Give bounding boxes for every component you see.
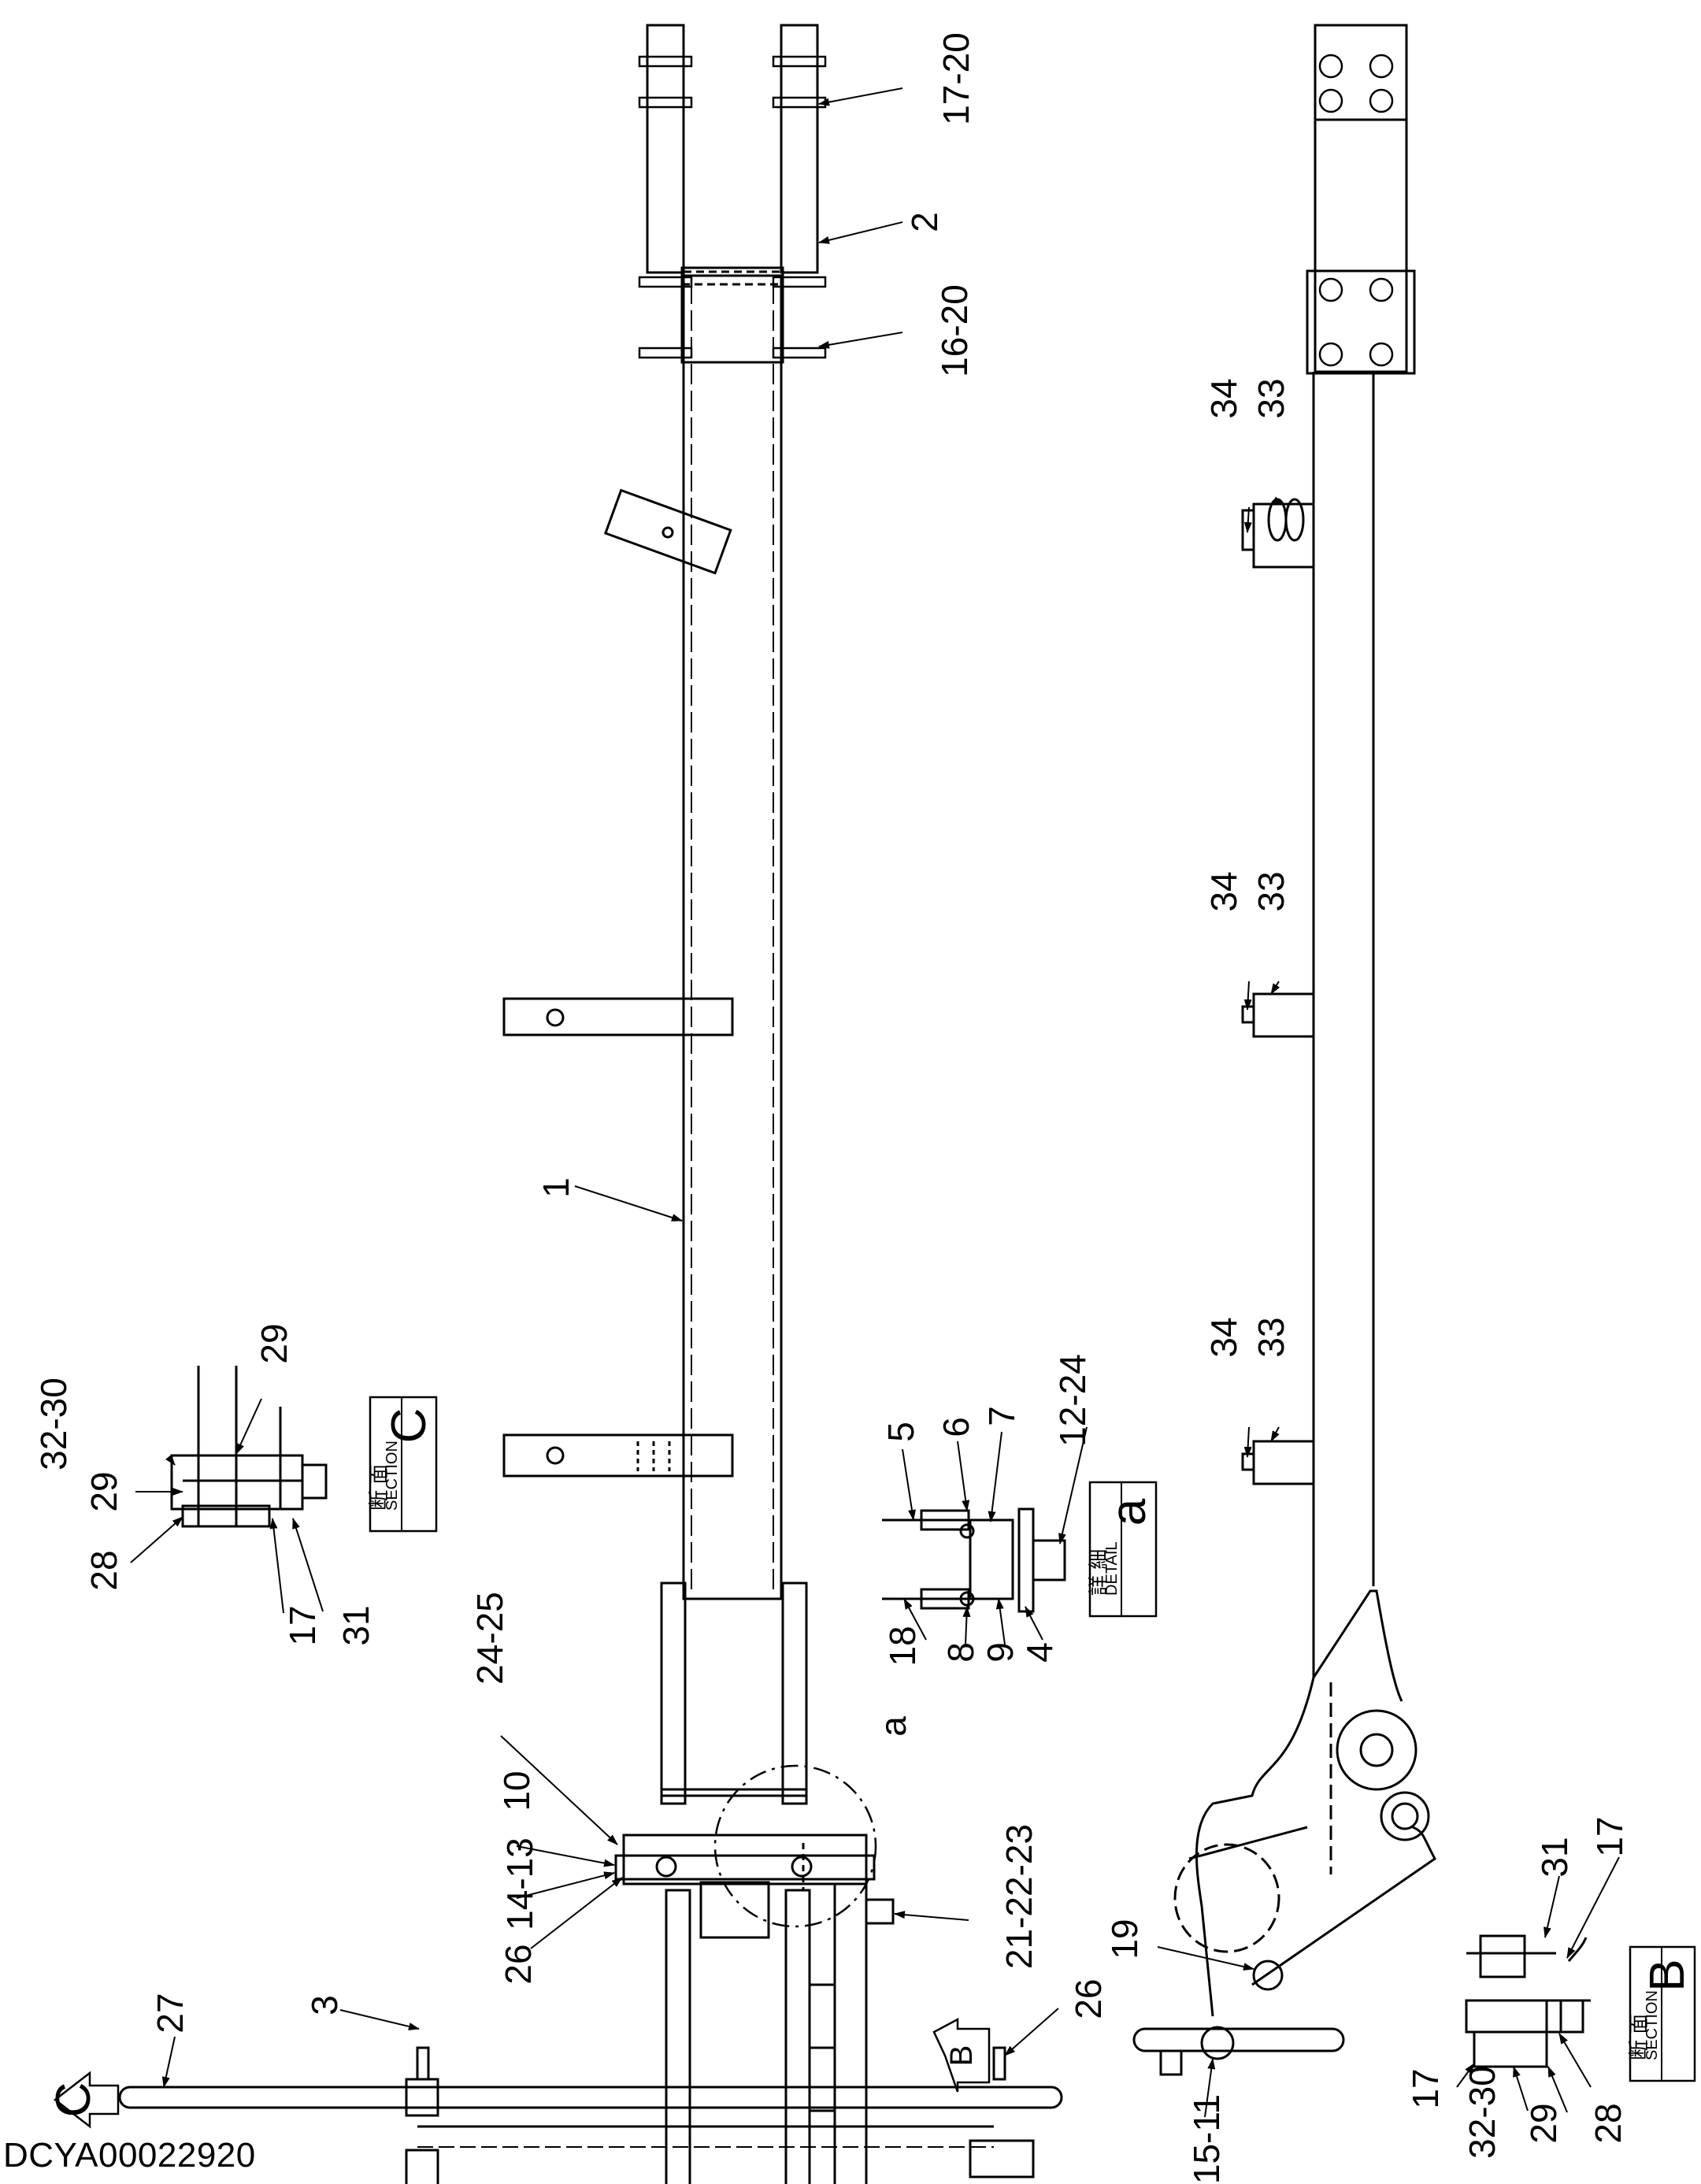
- label-33-mid: 33: [1251, 871, 1292, 911]
- section-c-box: 断 面 SECTION C: [367, 1396, 438, 1533]
- label-8: 8: [940, 1642, 981, 1663]
- end-plate: [1017, 1507, 1035, 1613]
- pivot-housing: [699, 1881, 770, 1939]
- side-head: [1314, 24, 1408, 373]
- label-14-13: 14-13: [499, 1837, 540, 1930]
- svg-text:B: B: [1640, 1959, 1695, 1991]
- arm-pivot-disc: [1336, 1709, 1418, 1791]
- label-4: 4: [1019, 1642, 1060, 1663]
- mast-left-rail: [660, 1581, 687, 1805]
- pin-15: [1200, 2026, 1235, 2060]
- pivot-block: [622, 1834, 868, 1886]
- label-7: 7: [981, 1406, 1022, 1426]
- svg-text:C: C: [46, 2082, 101, 2118]
- label-27: 27: [150, 1993, 191, 2033]
- fork-bolts: [638, 55, 827, 359]
- svg-text:SECTION: SECTION: [1644, 1990, 1661, 2060]
- boom-head: [680, 266, 784, 364]
- leader-lines: [130, 87, 1620, 2118]
- pin-3: [416, 2046, 430, 2081]
- side-bracket-upper: [502, 997, 734, 1036]
- label-b-28: 28: [1588, 2103, 1629, 2143]
- label-b-29: 29: [1523, 2103, 1564, 2143]
- side-view: [1132, 24, 1436, 2076]
- label-6: 6: [936, 1417, 976, 1437]
- label-b-17-bottom: 17: [1405, 2068, 1446, 2108]
- label-33-top: 33: [1251, 378, 1292, 418]
- clamp-mid: [1241, 992, 1315, 1038]
- label-c-29-top: 29: [254, 1323, 295, 1363]
- label-2: 2: [904, 212, 945, 232]
- label-34-mid: 34: [1203, 871, 1244, 911]
- left-fork-plate: [646, 24, 685, 274]
- label-c-32-30: 32-30: [33, 1378, 74, 1470]
- svg-text:DETAIL: DETAIL: [1103, 1541, 1121, 1596]
- svg-text:詳 細: 詳 細: [1087, 1549, 1110, 1596]
- boom-body: [682, 274, 783, 1600]
- section-c-view: [170, 1366, 328, 1528]
- pin-19: [1252, 1960, 1284, 1991]
- bucket-link: [1195, 1677, 1315, 2017]
- pin-26: [992, 2046, 1006, 2081]
- label-24-25: 24-25: [469, 1592, 510, 1685]
- label-c-17: 17: [282, 1605, 323, 1645]
- label-9: 9: [980, 1642, 1021, 1663]
- view-marker-c: C: [46, 2071, 120, 2129]
- detail-a-box: 詳 細 DETAIL a: [1087, 1481, 1158, 1618]
- detail-a-view: [882, 1507, 1066, 1613]
- svg-text:断 面: 断 面: [1627, 2014, 1651, 2060]
- label-b-32-30: 32-30: [1462, 2066, 1503, 2159]
- label-b-31: 31: [1534, 1837, 1575, 1877]
- main-boom-view: [118, 24, 1063, 2184]
- label-b-17-top: 17: [1589, 1816, 1630, 1856]
- section-b-view: [1465, 1934, 1591, 2068]
- mast-right-rail: [781, 1581, 808, 1805]
- label-3: 3: [304, 1995, 345, 2015]
- label-21-22-23: 21-22-23: [999, 1824, 1040, 1969]
- label-5: 5: [880, 1422, 921, 1442]
- label-34-low: 34: [1203, 1317, 1244, 1357]
- label-detail-circle-a: a: [873, 1716, 914, 1737]
- section-b-box: 断 面 SECTION B: [1627, 1945, 1696, 2082]
- view-marker-b: B: [932, 2017, 991, 2093]
- clamp-top: [1241, 498, 1315, 569]
- bucket-arm: [1312, 1586, 1403, 1702]
- label-c-29-mid: 29: [83, 1471, 124, 1511]
- label-15-11: 15-11: [1186, 2094, 1227, 2184]
- svg-text:断 面: 断 面: [367, 1464, 391, 1511]
- tilted-bracket: [603, 488, 732, 575]
- detail-a-circle: [713, 1764, 877, 1928]
- label-33-low: 33: [1251, 1317, 1292, 1357]
- label-c-31: 31: [335, 1605, 376, 1645]
- label-10: 10: [496, 1771, 537, 1811]
- label-16-20: 16-20: [934, 284, 975, 377]
- side-shaft: [1132, 2027, 1345, 2052]
- right-fork-plate: [780, 24, 819, 274]
- drawing-code: DCYA00022920: [3, 2136, 256, 2175]
- clamp-low: [1241, 1440, 1315, 1485]
- part-labels: 17-20 2 16-20 1 3 26 27 24-25 10 14-13 2…: [33, 32, 1630, 2184]
- label-26-right: 26: [1068, 1978, 1109, 2019]
- label-18: 18: [882, 1626, 923, 1666]
- svg-text:a: a: [1102, 1498, 1156, 1526]
- svg-text:SECTION: SECTION: [384, 1441, 401, 1511]
- link-plate: [833, 1882, 868, 2184]
- label-17-20: 17-20: [936, 32, 976, 125]
- side-bracket-lower: [502, 1433, 734, 1478]
- link-ghost: [1173, 1843, 1280, 1953]
- label-26-left: 26: [498, 1944, 539, 1984]
- handle-shaft: [118, 2086, 1063, 2109]
- label-12-24: 12-24: [1052, 1354, 1093, 1447]
- label-1: 1: [536, 1177, 576, 1198]
- label-19: 19: [1104, 1919, 1145, 1959]
- grease-fitting: [865, 1898, 895, 1925]
- svg-text:B: B: [944, 2045, 979, 2067]
- label-c-28: 28: [83, 1550, 124, 1590]
- secondary-pivot: [1380, 1791, 1430, 1841]
- svg-text:C: C: [382, 1408, 436, 1444]
- label-34-top: 34: [1203, 378, 1244, 418]
